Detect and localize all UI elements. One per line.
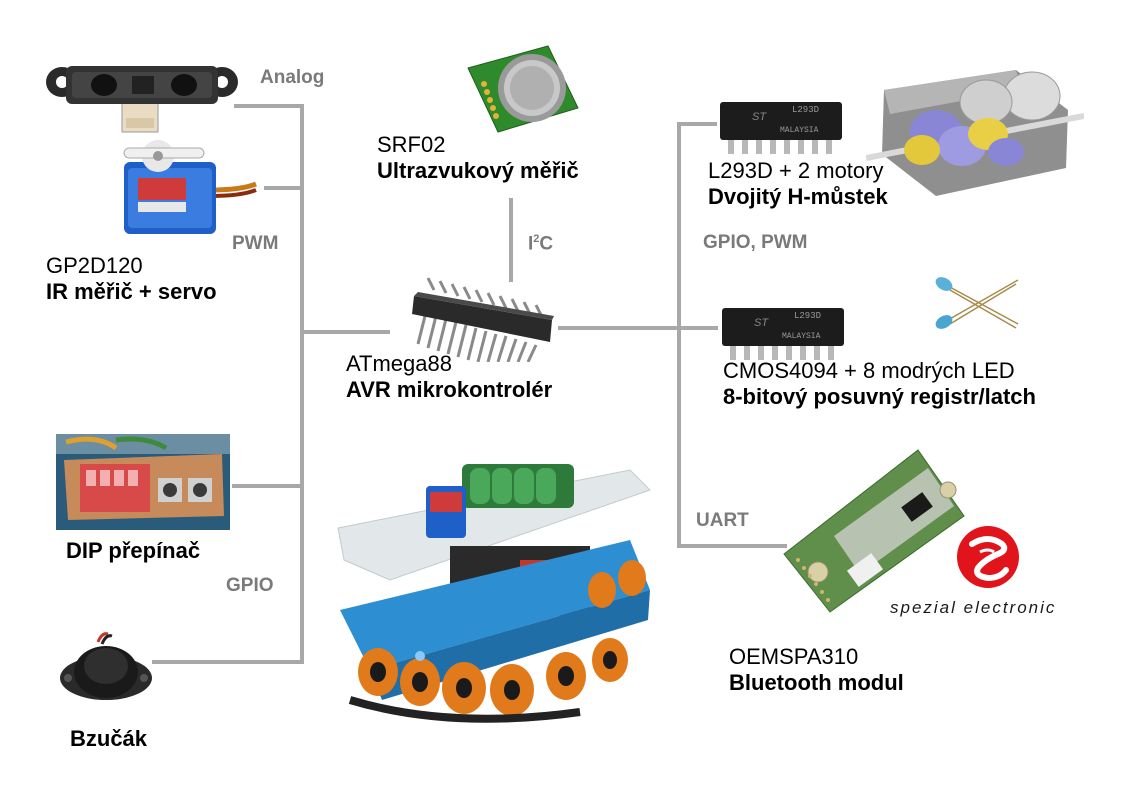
wire-buzzer bbox=[152, 660, 304, 664]
gearbox-motor-icon bbox=[865, 50, 1085, 198]
ultrasonic-sensor-icon bbox=[462, 40, 584, 138]
microcontroller-chip-icon bbox=[404, 276, 562, 363]
wire-l293d bbox=[677, 122, 717, 126]
l293d-chip-marking-top: L293D bbox=[792, 105, 819, 115]
wire-servo bbox=[264, 186, 304, 190]
bluetooth-module-icon bbox=[778, 444, 968, 614]
bus-label-gpio-pwm: GPIO, PWM bbox=[703, 232, 808, 253]
cmos-chip-marking-bottom: MALAYSIA bbox=[782, 332, 821, 341]
svg-text:ST: ST bbox=[754, 317, 769, 329]
i2c-main: I bbox=[528, 233, 534, 255]
wire-mcu-left bbox=[300, 330, 390, 334]
srf02-description: Ultrazvukový měřič bbox=[377, 158, 579, 183]
svg-text:ST: ST bbox=[752, 111, 767, 123]
buzzer-description: Bzučák bbox=[70, 726, 148, 751]
led-icon bbox=[930, 272, 1022, 332]
l293d-label: L293D + 2 motory Dvojitý H-můstek bbox=[708, 158, 888, 210]
left-bus-vertical bbox=[300, 104, 304, 664]
oemspa-model: OEMSPA310 bbox=[729, 644, 859, 669]
bus-label-analog: Analog bbox=[260, 67, 325, 88]
oemspa-label: OEMSPA310 Bluetooth modul bbox=[729, 644, 904, 696]
i2c-superscript: 2 bbox=[533, 233, 540, 245]
right-bus-vertical bbox=[677, 122, 681, 548]
gp2d120-label: GP2D120 IR měřič + servo bbox=[46, 253, 217, 305]
wire-dip bbox=[232, 484, 304, 488]
gp2d120-description: IR měřič + servo bbox=[46, 279, 217, 304]
dip-switch-board-icon bbox=[56, 434, 230, 530]
wire-ir-sensor bbox=[234, 104, 304, 108]
cmos4094-model: CMOS4094 + 8 modrých LED bbox=[723, 358, 1015, 383]
l293d-chip-marking-bottom: MALAYSIA bbox=[780, 126, 819, 135]
atmega-description: AVR mikrokontrolér bbox=[346, 377, 553, 402]
logo-text: spezial electronic bbox=[890, 598, 1057, 617]
atmega-label: ATmega88 AVR mikrokontrolér bbox=[346, 351, 552, 403]
cmos4094-description: 8-bitový posuvný registr/latch bbox=[723, 384, 1036, 409]
ir-sensor-icon bbox=[44, 58, 240, 138]
dip-description: DIP přepínač bbox=[66, 538, 201, 563]
robot-photo-icon bbox=[330, 450, 660, 732]
dip-label: DIP přepínač bbox=[66, 538, 200, 564]
wire-mcu-right bbox=[558, 326, 718, 330]
h-bridge-chip-icon: ST L293D MALAYSIA bbox=[718, 98, 846, 156]
bus-label-pwm: PWM bbox=[232, 233, 279, 254]
wire-i2c bbox=[509, 198, 513, 282]
i2c-tail: C bbox=[539, 233, 554, 255]
srf02-model: SRF02 bbox=[377, 132, 446, 157]
l293d-model: L293D + 2 motory bbox=[708, 158, 884, 183]
cmos-chip-marking-top: L293D bbox=[794, 311, 821, 321]
gp2d120-model: GP2D120 bbox=[46, 253, 143, 278]
servo-icon bbox=[116, 134, 262, 242]
shift-register-chip-icon: ST L293D MALAYSIA bbox=[720, 304, 848, 362]
oemspa-description: Bluetooth modul bbox=[729, 670, 904, 695]
bus-label-gpio: GPIO bbox=[226, 575, 274, 596]
cmos4094-label: CMOS4094 + 8 modrých LED 8-bitový posuvn… bbox=[723, 358, 1036, 410]
bus-label-uart: UART bbox=[696, 510, 749, 531]
spezial-electronic-logo: spezial electronic bbox=[888, 526, 1088, 626]
bus-label-i2c: I2C bbox=[528, 233, 553, 255]
atmega-model: ATmega88 bbox=[346, 351, 452, 376]
srf02-label: SRF02 Ultrazvukový měřič bbox=[377, 132, 579, 184]
buzzer-label: Bzučák bbox=[70, 726, 147, 752]
l293d-description: Dvojitý H-můstek bbox=[708, 184, 888, 209]
buzzer-icon bbox=[58, 632, 154, 706]
wire-uart bbox=[677, 544, 787, 548]
